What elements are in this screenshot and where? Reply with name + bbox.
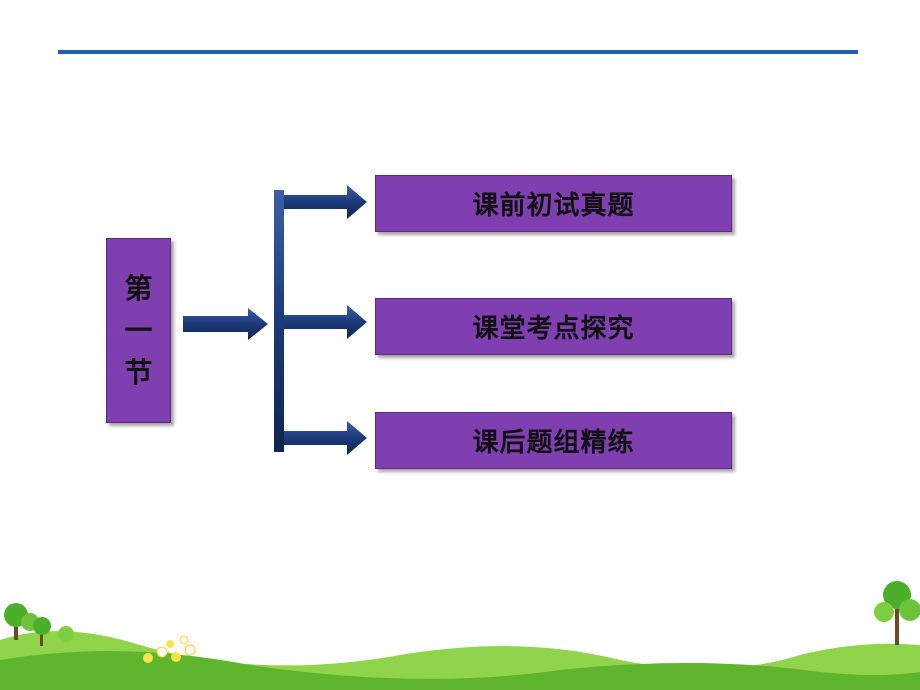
grass-scenery bbox=[0, 581, 920, 690]
section-char: 一 bbox=[124, 313, 153, 347]
bracket-bar bbox=[274, 190, 284, 452]
topic-box-pre-class[interactable]: 课前初试真题 bbox=[375, 175, 732, 232]
branch-arrow-1 bbox=[284, 185, 367, 219]
top-rule bbox=[58, 50, 858, 54]
section-char: 第 bbox=[124, 271, 153, 305]
topic-label: 课前初试真题 bbox=[472, 191, 635, 221]
topic-label: 课堂考点探究 bbox=[472, 314, 635, 344]
topic-box-in-class[interactable]: 课堂考点探究 bbox=[375, 298, 732, 355]
tree-icon bbox=[874, 581, 920, 645]
topic-label: 课后题组精练 bbox=[472, 428, 635, 458]
branch-arrow-2 bbox=[284, 305, 367, 339]
branch-arrow-3 bbox=[284, 421, 367, 455]
section-box[interactable]: 第 一 节 bbox=[106, 238, 171, 423]
flower-icon bbox=[143, 635, 196, 663]
section-char: 节 bbox=[124, 355, 153, 389]
topic-box-after-class[interactable]: 课后题组精练 bbox=[375, 412, 732, 469]
tree-icon bbox=[4, 603, 74, 646]
main-arrow bbox=[183, 308, 268, 340]
